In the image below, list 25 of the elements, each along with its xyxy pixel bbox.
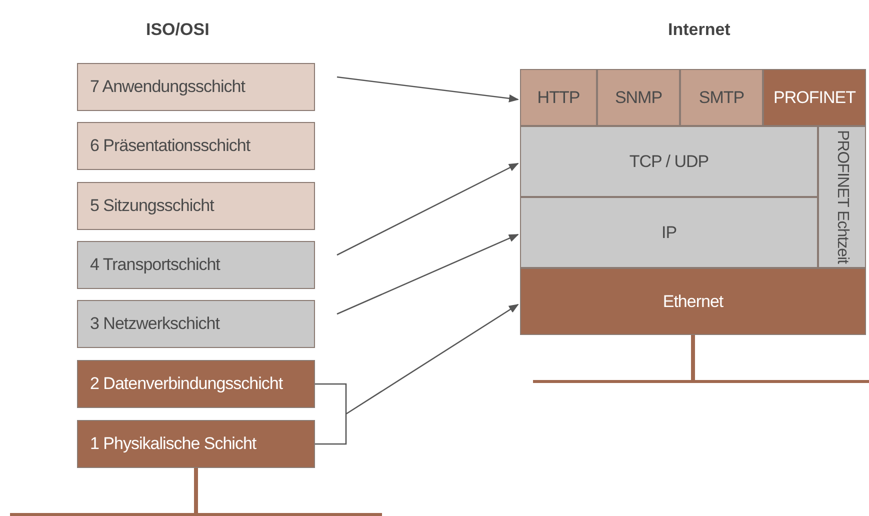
protocol-box: Ethernet bbox=[520, 268, 866, 335]
protocol-box: IP bbox=[520, 197, 818, 268]
protocol-box: PROFINET bbox=[763, 69, 866, 126]
protocol-box: SNMP bbox=[597, 69, 680, 126]
layer-box: 4 Transportschicht bbox=[77, 241, 315, 289]
layer-box: 3 Netzwerkschicht bbox=[77, 300, 315, 348]
protocol-box: SMTP bbox=[680, 69, 763, 126]
layer-box: 1 Physikalische Schicht bbox=[77, 420, 315, 468]
arrow bbox=[336, 234, 519, 315]
column-heading: ISO/OSI bbox=[146, 20, 210, 40]
bus-line bbox=[10, 513, 382, 516]
arrow bbox=[336, 162, 519, 256]
protocol-box: TCP / UDP bbox=[520, 126, 818, 197]
column-heading: Internet bbox=[668, 20, 730, 40]
layer-box: 2 Datenverbindungsschicht bbox=[77, 360, 315, 408]
arrow bbox=[336, 76, 519, 102]
bus-line bbox=[533, 380, 869, 383]
connector-line bbox=[194, 468, 198, 513]
layer-box: 7 Anwendungsschicht bbox=[77, 63, 315, 111]
connector-line bbox=[691, 335, 695, 380]
layer-box: 5 Sitzungsschicht bbox=[77, 182, 315, 230]
protocol-box: PROFINET Echtzeit bbox=[818, 126, 866, 268]
arrow bbox=[314, 304, 519, 445]
layer-box: 6 Präsentationsschicht bbox=[77, 122, 315, 170]
protocol-box: HTTP bbox=[520, 69, 597, 126]
